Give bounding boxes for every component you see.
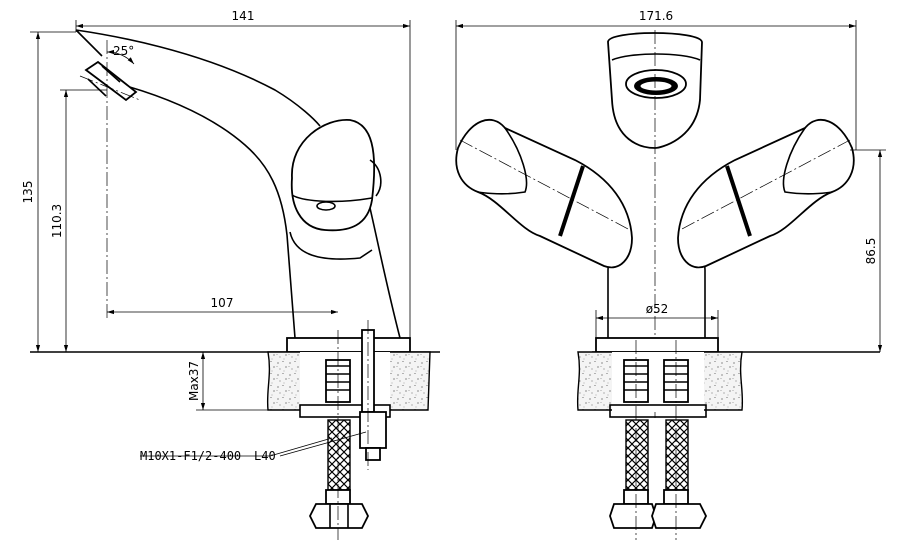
left-handle <box>455 118 633 269</box>
dim-handle-height: 86.5 <box>850 149 886 352</box>
base-plate-side <box>286 337 411 353</box>
handle-edge <box>291 194 373 203</box>
dim-base-diameter-label: ø52 <box>646 302 669 316</box>
dim-height-total: 135 <box>21 31 76 352</box>
dim-spout-height: 110.3 <box>50 89 107 352</box>
side-view: 141 135 110.3 107 25° Max37 <box>21 9 440 540</box>
dim-base-diameter: ø52 <box>595 302 719 338</box>
dim-width-front: 171.6 <box>455 9 857 150</box>
dim-spout-angle-label: 25° <box>113 44 134 58</box>
dim-spout-angle: 25° <box>106 44 135 65</box>
dim-max-thickness: Max37 <box>187 351 300 411</box>
faucet-body-side <box>75 29 401 339</box>
spout-aerator <box>84 60 138 102</box>
lever-handle-side <box>290 119 376 232</box>
hose-spec-label: M10X1-F1/2-400 <box>140 449 241 463</box>
dim-max-thickness-label: Max37 <box>187 361 201 401</box>
left-handle-cap <box>477 127 528 195</box>
aerator-axis <box>79 75 141 101</box>
dim-spout-reach: 107 <box>107 296 338 315</box>
dim-height-total-label: 135 <box>21 181 35 204</box>
right-handle-axis <box>679 139 851 231</box>
dim-width-front-label: 171.6 <box>639 9 673 23</box>
dim-spout-reach-label: 107 <box>211 296 234 310</box>
mount-washer-front <box>609 404 707 418</box>
dim-width-total-label: 141 <box>232 9 255 23</box>
right-handle-band <box>725 165 752 237</box>
mount-washer <box>299 404 391 418</box>
front-view: 171.6 86.5 ø52 <box>455 9 886 540</box>
spout-top-edge <box>611 53 701 61</box>
left-handle-axis <box>459 139 631 231</box>
dim-spout-height-label: 110.3 <box>50 204 64 238</box>
callout-stud: L40 <box>254 431 367 463</box>
body-bottom-curve <box>289 231 373 260</box>
dim-handle-height-label: 86.5 <box>864 238 878 265</box>
dim-width-total: 141 <box>75 9 411 338</box>
handle-pivot <box>369 159 382 197</box>
handle-indicator <box>316 201 336 211</box>
right-handle <box>677 118 855 269</box>
callout-hose: M10X1-F1/2-400 <box>140 437 333 463</box>
right-handle-cap <box>782 127 833 195</box>
aerator-lines <box>87 65 121 97</box>
stud-length-label: L40 <box>254 449 276 463</box>
left-handle-band <box>558 165 585 237</box>
base-plate-front <box>595 337 719 353</box>
